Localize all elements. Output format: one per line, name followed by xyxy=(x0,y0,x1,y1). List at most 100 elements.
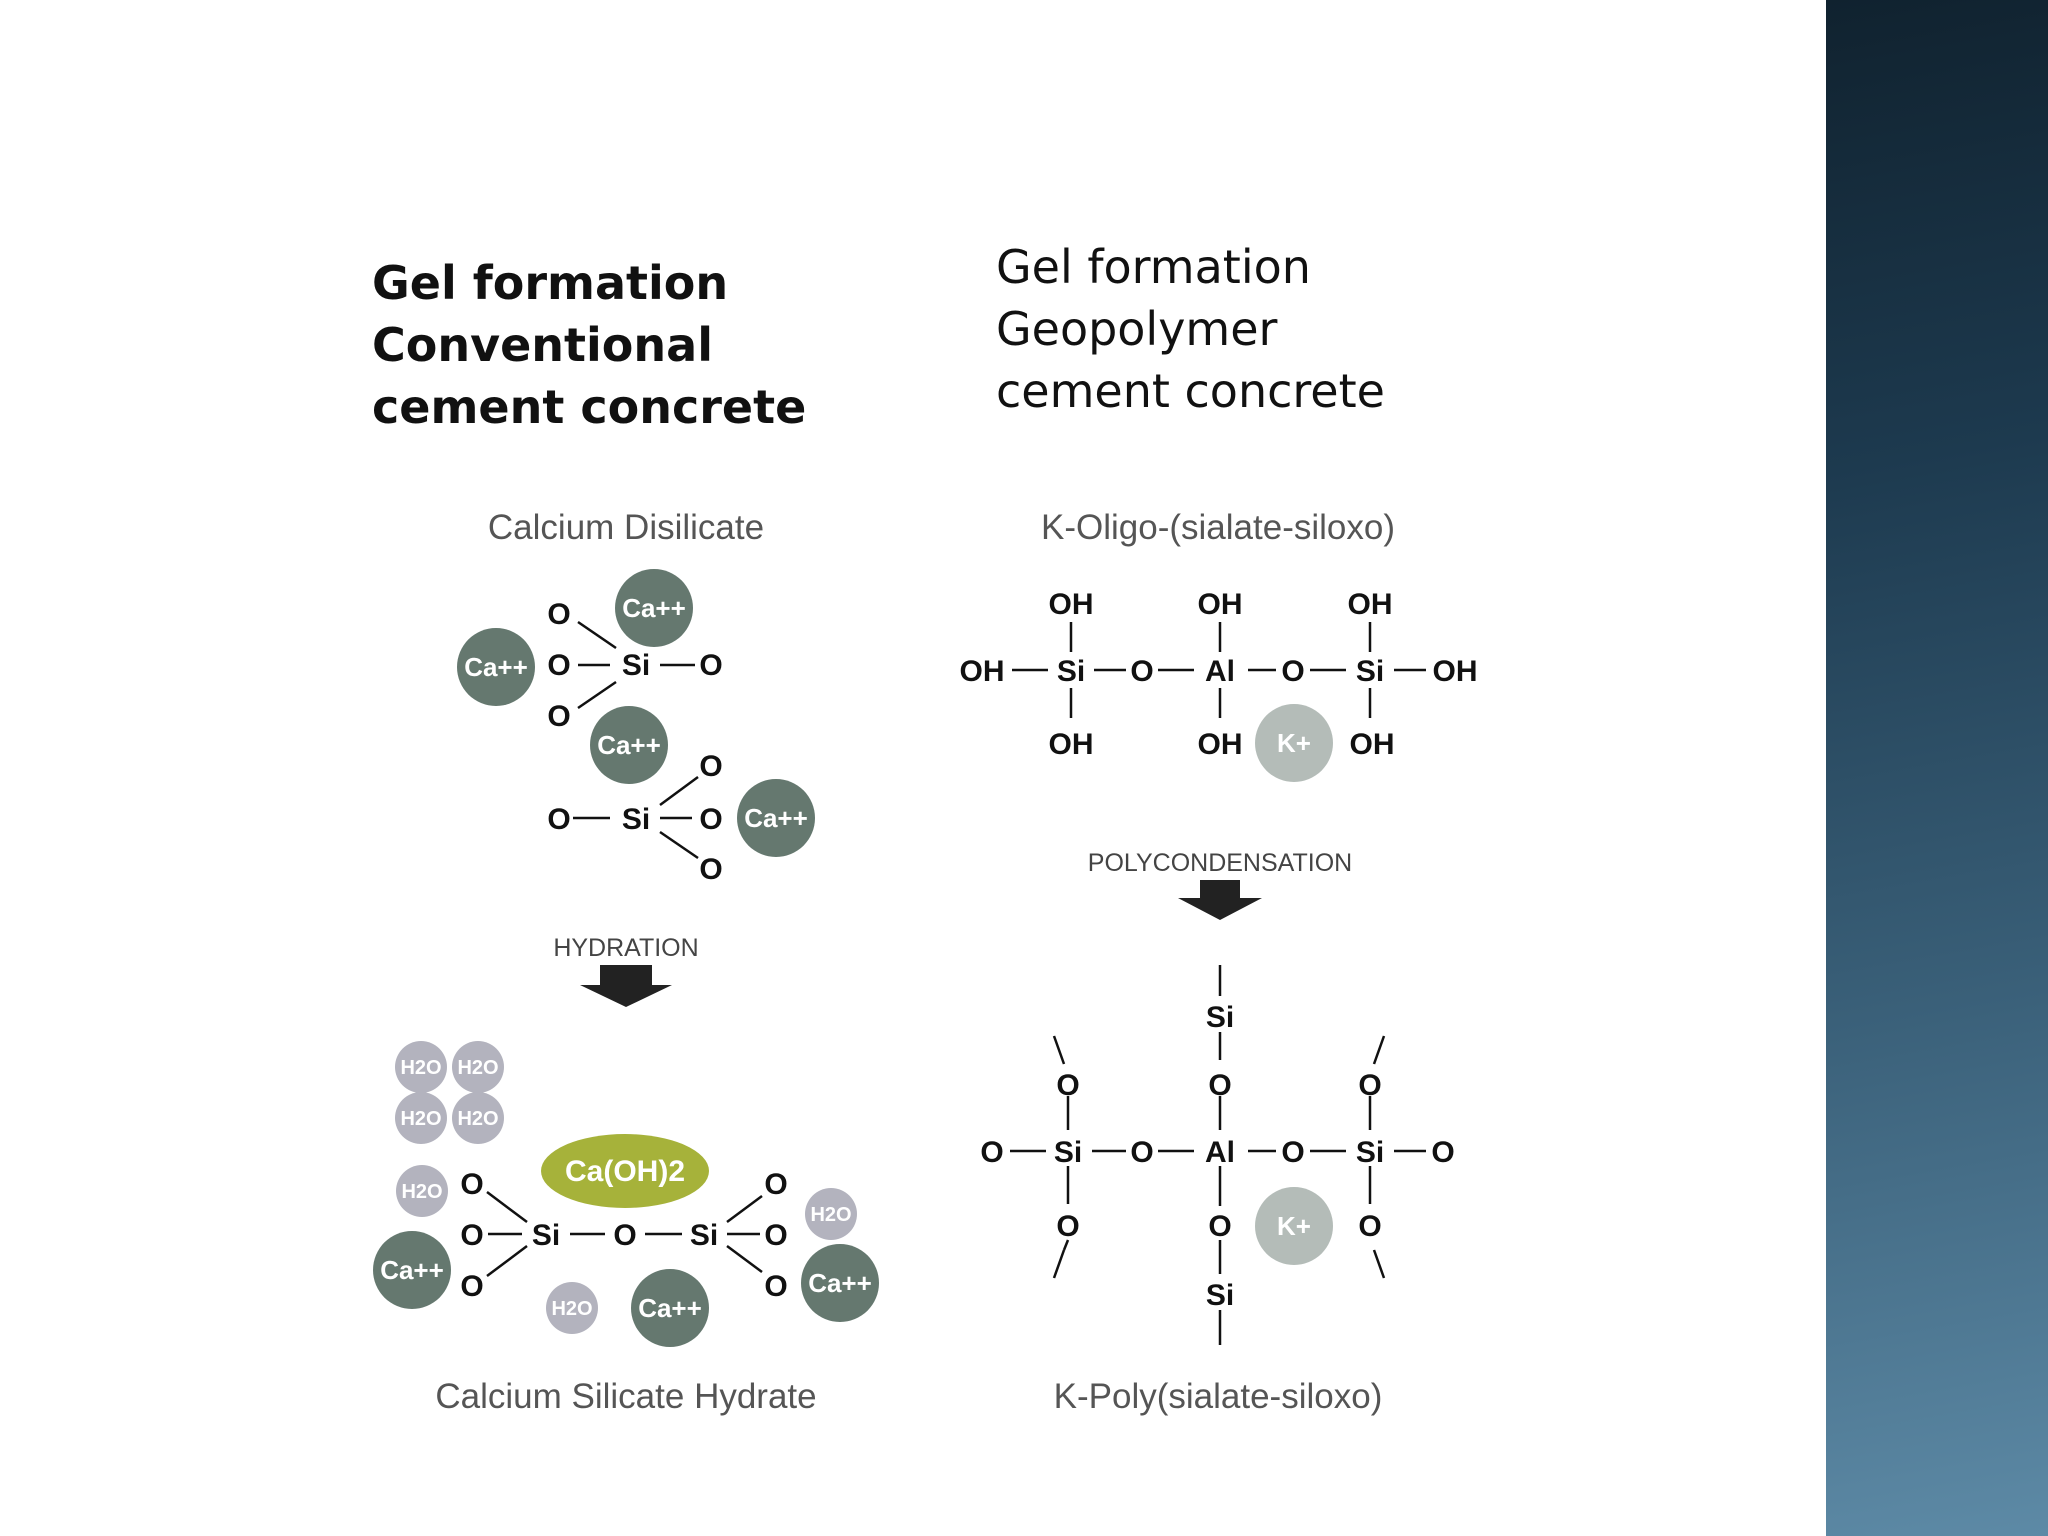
water-molecule-icon xyxy=(396,1165,448,1217)
water-molecule-icon xyxy=(452,1041,504,1093)
svg-text:Ca(OH)2: Ca(OH)2 xyxy=(565,1155,685,1188)
svg-text:O: O xyxy=(547,700,570,733)
slide-canvas: Gel formation Conventional cement concre… xyxy=(372,236,1478,1416)
water-molecule-icon xyxy=(805,1188,857,1240)
water-molecule-icon xyxy=(452,1092,504,1144)
caption-k-oligo: K-Oligo-(sialate-siloxo) xyxy=(1041,508,1395,547)
svg-text:H2O: H2O xyxy=(401,1181,442,1203)
svg-text:O: O xyxy=(547,649,570,682)
svg-text:Si: Si xyxy=(532,1219,560,1252)
svg-text:OH: OH xyxy=(1198,588,1243,621)
svg-text:Al: Al xyxy=(1205,1136,1235,1169)
svg-text:O: O xyxy=(764,1219,787,1252)
k-oligo-structure: OH OH OH OH Si O Al O Si OH OH OH OH K+ xyxy=(960,588,1478,782)
svg-text:H2O: H2O xyxy=(551,1298,592,1320)
svg-text:Ca++: Ca++ xyxy=(638,1293,702,1323)
svg-text:OH: OH xyxy=(1198,728,1243,761)
heading-line: Gel formation xyxy=(996,240,1311,294)
svg-text:O: O xyxy=(1056,1069,1079,1102)
svg-text:O: O xyxy=(547,598,570,631)
svg-text:O: O xyxy=(1431,1136,1454,1169)
svg-text:H2O: H2O xyxy=(400,1057,441,1079)
svg-text:H2O: H2O xyxy=(400,1108,441,1130)
svg-text:Si: Si xyxy=(1206,1279,1234,1312)
svg-text:Ca++: Ca++ xyxy=(744,803,808,833)
decorative-sidebar xyxy=(1826,0,2048,1536)
svg-text:O: O xyxy=(699,803,722,836)
svg-text:O: O xyxy=(764,1270,787,1303)
svg-text:O: O xyxy=(699,853,722,886)
svg-text:O: O xyxy=(613,1219,636,1252)
calcium-ion-icon xyxy=(590,706,668,784)
svg-text:H2O: H2O xyxy=(457,1057,498,1079)
svg-text:O: O xyxy=(699,649,722,682)
heading-line: cement concrete xyxy=(372,380,807,434)
svg-text:O: O xyxy=(699,750,722,783)
svg-text:OH: OH xyxy=(1433,655,1478,688)
svg-text:Ca++: Ca++ xyxy=(597,730,661,760)
heading-line: Conventional xyxy=(372,318,713,372)
calcium-silicate-hydrate-structure: H2O H2O H2O H2O H2O H2O H2O Ca(OH)2 O xyxy=(373,1041,879,1347)
calcium-ion-icon xyxy=(615,569,693,647)
svg-text:O: O xyxy=(1130,655,1153,688)
svg-text:OH: OH xyxy=(1049,728,1094,761)
k-poly-structure: Si O O O O Si O Al O Si O O O O Si K+ xyxy=(980,965,1455,1345)
svg-text:Ca++: Ca++ xyxy=(464,652,528,682)
calcium-ion-icon xyxy=(737,779,815,857)
svg-text:Si: Si xyxy=(1206,1001,1234,1034)
calcium-disilicate-structure: O O O Si O O Si O O O Ca++ Ca++ Ca++ Ca+… xyxy=(457,569,815,886)
svg-text:Si: Si xyxy=(1054,1136,1082,1169)
svg-text:O: O xyxy=(1281,655,1304,688)
calcium-ion-icon xyxy=(457,628,535,706)
calcium-ion-icon xyxy=(373,1231,451,1309)
label-polycondensation: POLYCONDENSATION xyxy=(1088,849,1352,877)
heading-line: cement concrete xyxy=(996,364,1385,418)
hydration-arrow-icon xyxy=(580,965,672,1007)
caption-calcium-disilicate: Calcium Disilicate xyxy=(488,508,764,547)
caption-k-poly: K-Poly(sialate-siloxo) xyxy=(1054,1377,1383,1416)
calcium-ion-icon xyxy=(801,1244,879,1322)
heading-line: Geopolymer xyxy=(996,302,1278,356)
svg-text:Si: Si xyxy=(1356,1136,1384,1169)
svg-text:O: O xyxy=(460,1168,483,1201)
polycondensation-arrow-icon xyxy=(1178,880,1262,920)
chemistry-diagram: Calcium Disilicate K-Oligo-(sialate-silo… xyxy=(373,508,1478,1416)
svg-text:OH: OH xyxy=(1348,588,1393,621)
svg-text:K+: K+ xyxy=(1277,728,1311,758)
svg-text:Si: Si xyxy=(1356,655,1384,688)
svg-text:O: O xyxy=(547,803,570,836)
svg-text:Ca++: Ca++ xyxy=(622,593,686,623)
svg-text:OH: OH xyxy=(1350,728,1395,761)
svg-text:O: O xyxy=(1208,1210,1231,1243)
svg-text:Si: Si xyxy=(622,803,650,836)
svg-text:Si: Si xyxy=(1057,655,1085,688)
label-hydration: HYDRATION xyxy=(553,934,698,962)
water-molecule-icon xyxy=(395,1041,447,1093)
svg-text:Si: Si xyxy=(690,1219,718,1252)
svg-text:H2O: H2O xyxy=(810,1204,851,1226)
svg-text:H2O: H2O xyxy=(457,1108,498,1130)
svg-text:O: O xyxy=(460,1270,483,1303)
svg-text:K+: K+ xyxy=(1277,1211,1311,1241)
heading-geopolymer: Gel formation Geopolymer cement concrete xyxy=(996,236,1385,422)
svg-text:Ca++: Ca++ xyxy=(808,1268,872,1298)
svg-text:O: O xyxy=(1056,1210,1079,1243)
svg-text:O: O xyxy=(764,1168,787,1201)
svg-text:O: O xyxy=(1130,1136,1153,1169)
svg-text:OH: OH xyxy=(960,655,1005,688)
svg-text:Al: Al xyxy=(1205,655,1235,688)
heading-conventional: Gel formation Conventional cement concre… xyxy=(372,252,806,438)
calcium-hydroxide-icon xyxy=(541,1134,709,1208)
water-molecule-icon xyxy=(546,1282,598,1334)
svg-text:O: O xyxy=(980,1136,1003,1169)
svg-text:Ca++: Ca++ xyxy=(380,1255,444,1285)
svg-text:O: O xyxy=(1281,1136,1304,1169)
caption-calcium-silicate-hydrate: Calcium Silicate Hydrate xyxy=(435,1377,816,1416)
svg-text:O: O xyxy=(1358,1069,1381,1102)
svg-text:O: O xyxy=(1208,1069,1231,1102)
svg-text:OH: OH xyxy=(1049,588,1094,621)
svg-text:O: O xyxy=(1358,1210,1381,1243)
potassium-ion-icon xyxy=(1255,1187,1333,1265)
svg-text:Si: Si xyxy=(622,649,650,682)
svg-text:O: O xyxy=(460,1219,483,1252)
